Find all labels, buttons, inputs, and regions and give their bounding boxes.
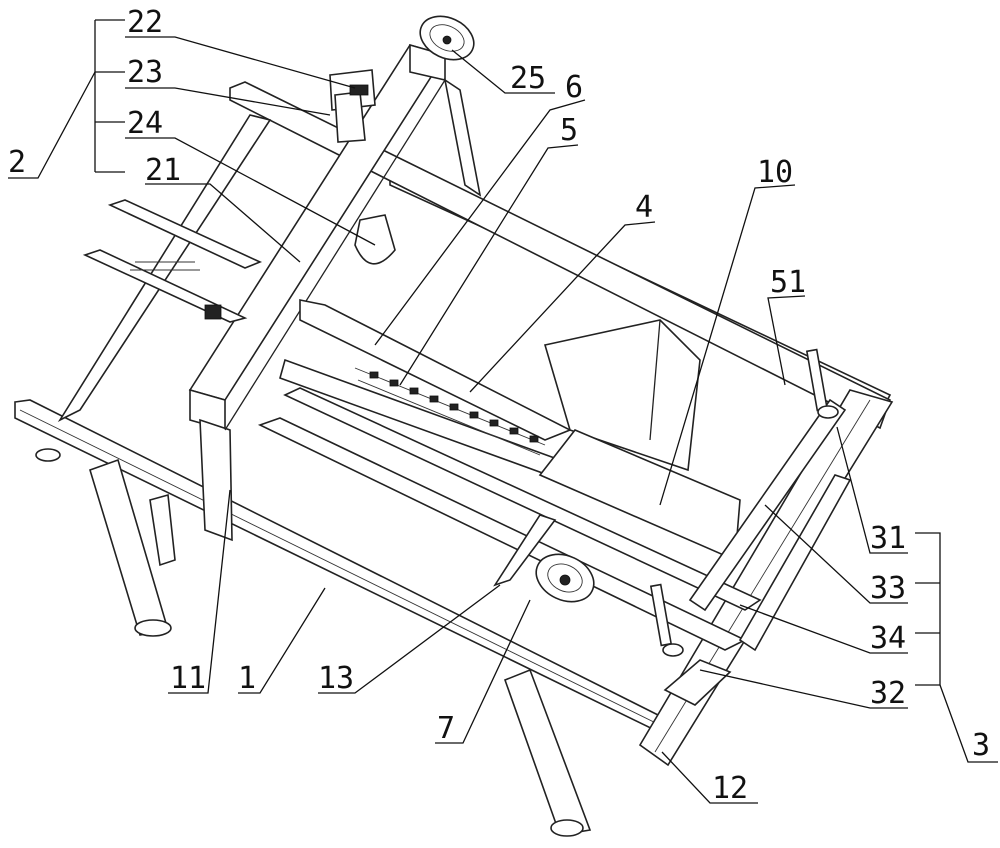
label-23: 23 [127, 55, 163, 90]
label-11: 11 [170, 661, 206, 696]
label-31: 31 [870, 521, 906, 556]
label-34: 34 [870, 621, 906, 656]
label-32: 32 [870, 676, 906, 711]
label-22: 22 [127, 5, 163, 40]
label-5: 5 [560, 113, 578, 148]
label-51: 51 [770, 265, 806, 300]
label-10: 10 [757, 155, 793, 190]
label-6: 6 [565, 70, 583, 105]
label-7: 7 [437, 711, 455, 746]
label-2: 2 [8, 145, 26, 180]
label-21: 21 [145, 153, 181, 188]
label-24: 24 [127, 106, 163, 141]
label-12: 12 [712, 771, 748, 806]
label-33: 33 [870, 571, 906, 606]
label-3: 3 [972, 728, 990, 763]
label-1: 1 [238, 661, 256, 696]
label-25: 25 [510, 61, 546, 96]
label-4: 4 [635, 190, 653, 225]
label-13: 13 [318, 661, 354, 696]
